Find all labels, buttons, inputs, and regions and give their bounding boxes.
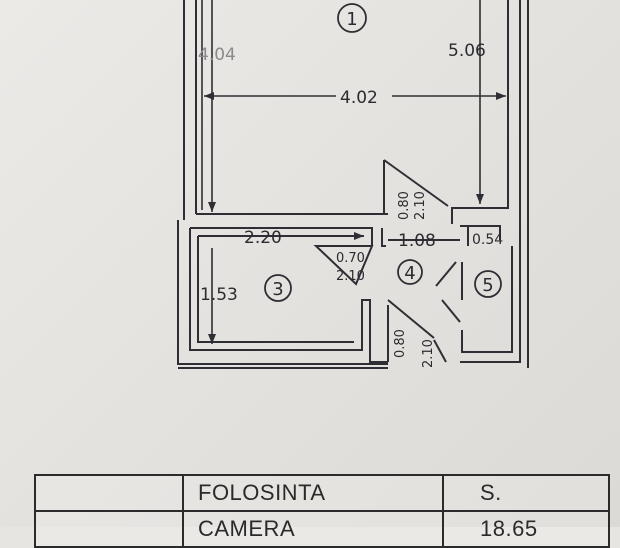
dim-door-top-height: 2.10: [413, 191, 428, 220]
dim-room3-width: 2.20: [244, 228, 282, 248]
dim-door-bottom-width: 0.80: [393, 329, 408, 358]
dim-door-bottom-height: 2.10: [421, 339, 436, 368]
dim-room3-height: 1.53: [200, 285, 238, 305]
table-header-cell: [34, 474, 184, 512]
table-header-surface: S.: [442, 474, 610, 512]
dim-door-top-width: 0.80: [397, 191, 412, 220]
table-cell: [34, 510, 184, 548]
room-4-label: 4: [404, 263, 415, 284]
dim-hall-width: 1.08: [398, 231, 436, 251]
area-table: FOLOSINTA S. CAMERA 18.65: [34, 474, 610, 548]
dim-door-mid-width: 0.70: [336, 251, 365, 266]
room-4-marker: [397, 259, 423, 285]
door-swing-bottom: [387, 299, 435, 339]
dim-room1-width: 4.02: [340, 88, 378, 108]
door-swing-mid: [313, 245, 374, 286]
table-header-row: FOLOSINTA S.: [34, 474, 610, 512]
table-cell-room-name: CAMERA: [182, 510, 444, 548]
table-header-folosinta: FOLOSINTA: [182, 474, 444, 512]
dim-door-mid-height: 2.10: [336, 269, 365, 284]
dim-room1-height-right: 5.06: [448, 41, 486, 61]
room-1-label: 1: [346, 9, 357, 30]
door-swing-top: [383, 159, 449, 207]
table-row: CAMERA 18.65: [34, 510, 610, 548]
room-3-marker: [264, 274, 292, 302]
table-cell-room-area: 18.65: [442, 510, 610, 548]
outer-wall-right: [460, 0, 521, 363]
room-1-marker: [337, 3, 367, 33]
dim-room1-height-left: 4.04: [198, 45, 236, 65]
room-5-marker: [474, 270, 502, 298]
room-5-label: 5: [482, 275, 493, 296]
paper-background: [0, 0, 620, 527]
room-3-label: 3: [272, 279, 283, 300]
floor-plan: 1 3 4 5 4.04 5.06 4.02 2.20 1.53 1.08 0.…: [177, 0, 529, 369]
dim-room5-width: 0.54: [472, 232, 503, 248]
